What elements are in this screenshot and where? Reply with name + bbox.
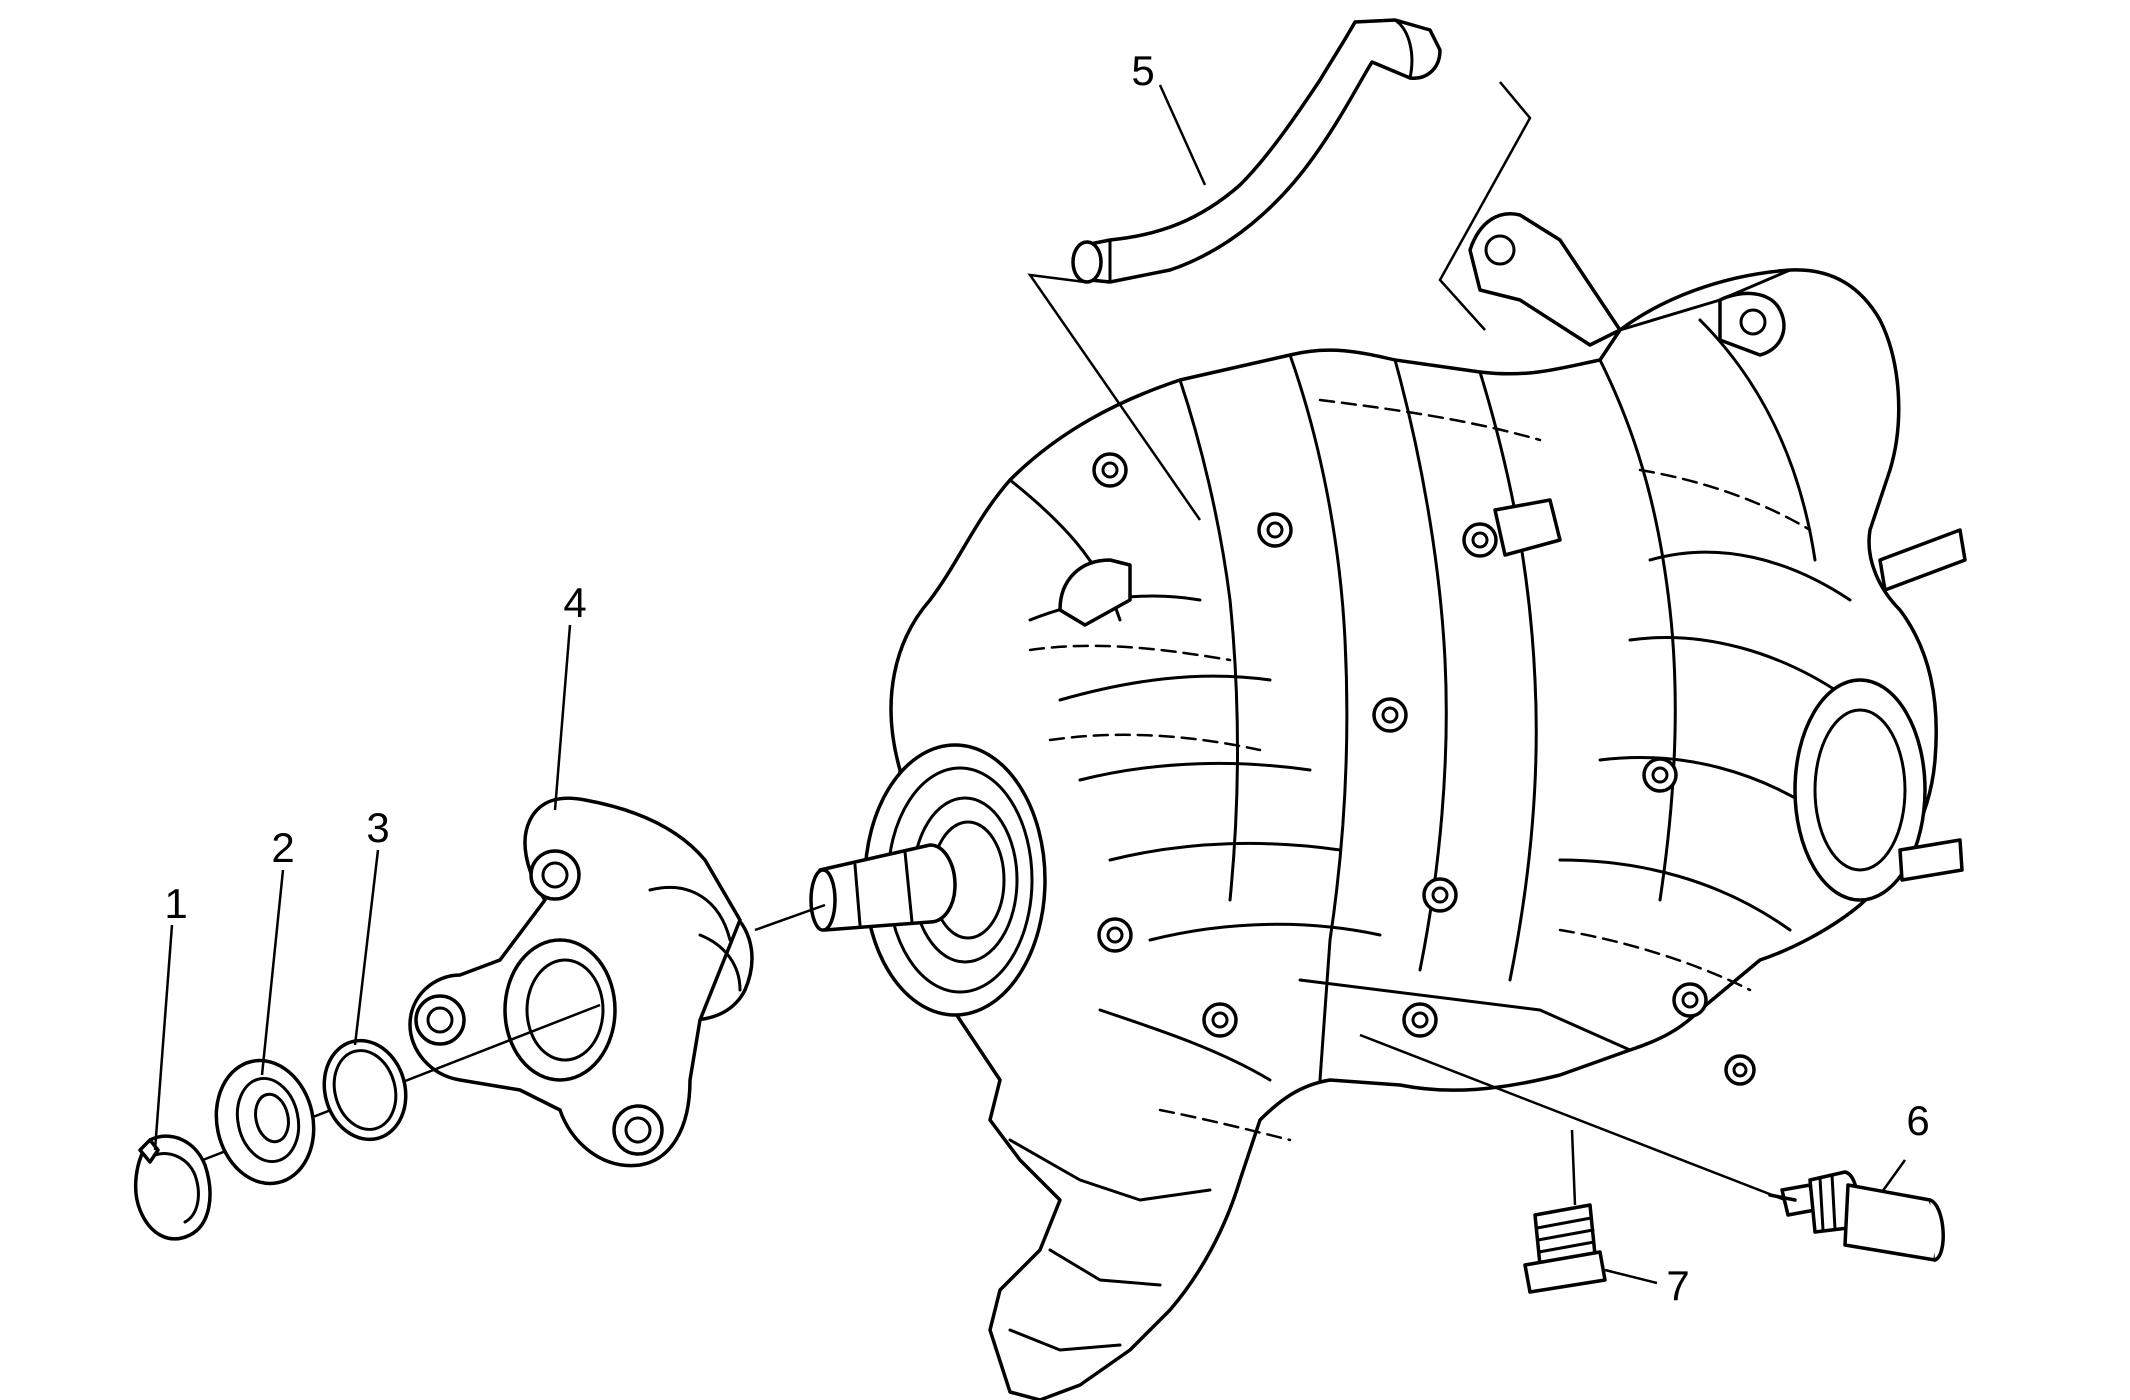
callout-label-1: 1: [164, 880, 187, 927]
callout-label-4: 4: [563, 579, 586, 626]
callout-label-5: 5: [1131, 47, 1154, 94]
drain-plug-leader-axis: [1570, 1129, 1577, 1206]
callout-label-2: 2: [271, 824, 294, 871]
callout-label-6: 6: [1906, 1097, 1929, 1144]
callout-label-7: 7: [1666, 1262, 1689, 1309]
o-ring-part-3: [322, 1038, 408, 1142]
callout-leaders: [153, 84, 1907, 1285]
drain-plug-part-7: [1523, 1203, 1607, 1294]
washer-part-2: [214, 1058, 316, 1186]
transfer-case-housing: [809, 212, 1967, 1400]
shaft-axis-line: [754, 903, 826, 932]
speed-sensor-part-6: [1768, 1170, 1945, 1262]
housing-bolts: [1092, 452, 1756, 1086]
callout-label-3: 3: [366, 804, 389, 851]
companion-flange-part-4: [408, 796, 754, 1168]
vent-hose-leader-left: [1027, 273, 1202, 521]
callout-labels: 1 2 3 4 5 6 7: [164, 47, 1929, 1309]
vent-hose-leader-right: [1438, 81, 1532, 331]
vent-hose-part-5: [1071, 18, 1442, 284]
speed-sensor-leader-axis: [1359, 1033, 1786, 1202]
snap-ring-part-1: [133, 1134, 212, 1241]
